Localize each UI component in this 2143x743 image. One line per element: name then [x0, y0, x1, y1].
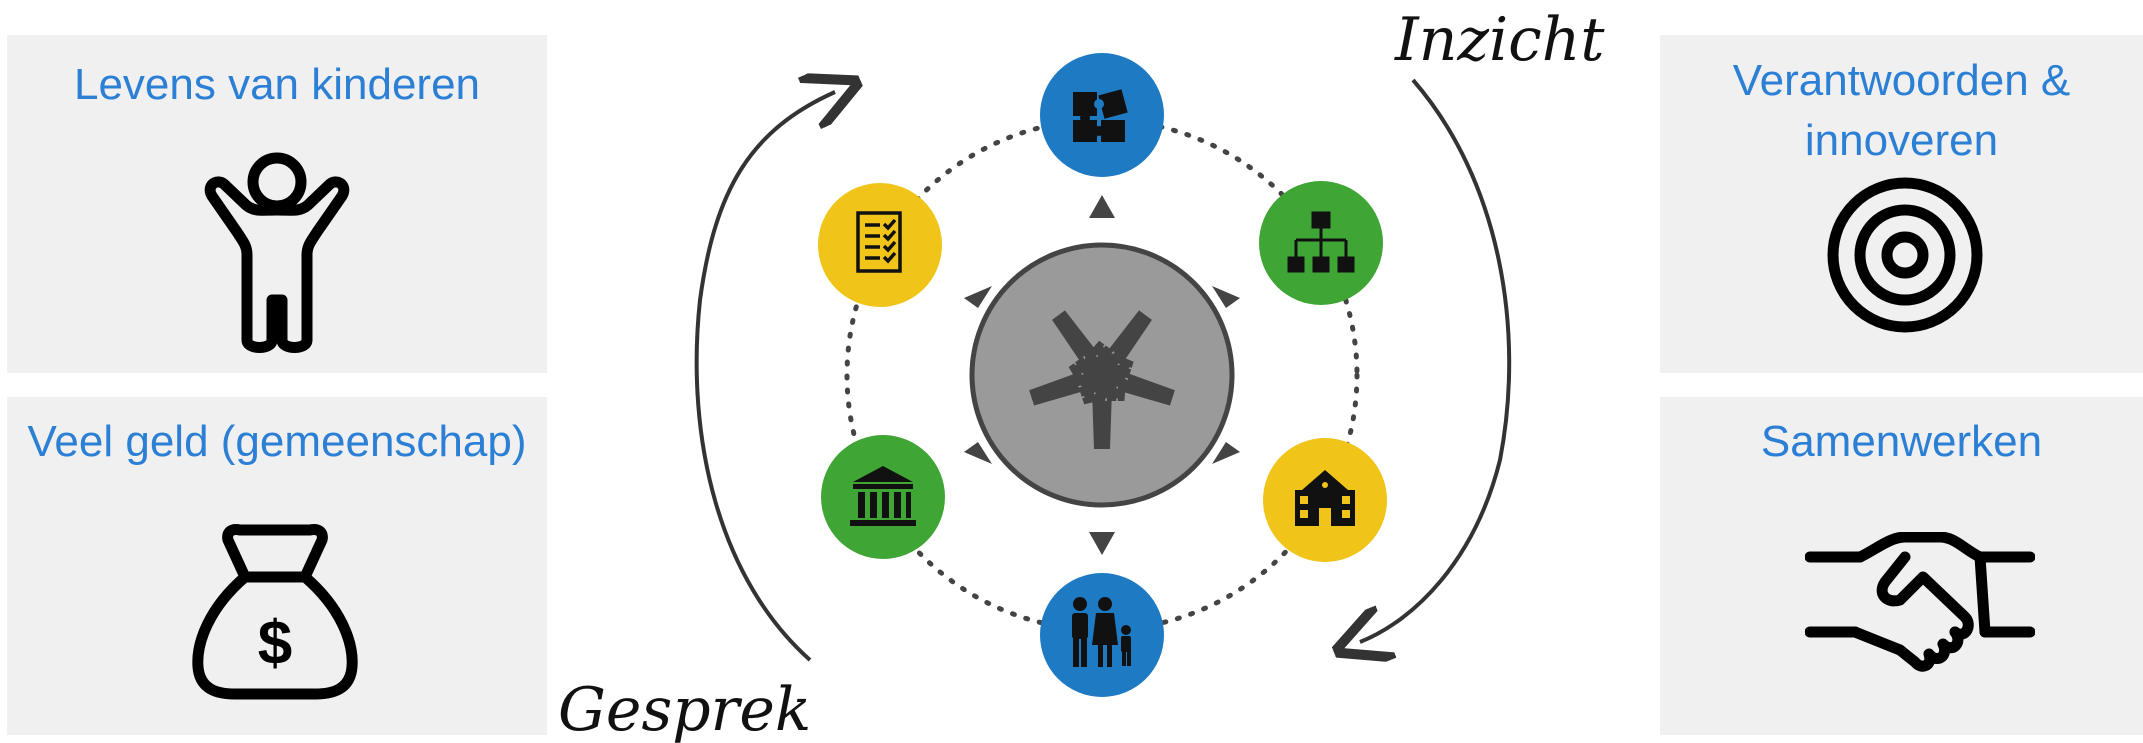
handshake-icon [1805, 532, 2035, 672]
money-bag-icon: $ [192, 524, 358, 700]
target-icon [1827, 177, 1983, 333]
label-insight: Inzicht [1394, 5, 1605, 75]
child-icon [204, 152, 350, 353]
joined-hands-icon [1029, 310, 1175, 449]
triangle-bottom-right [1212, 442, 1240, 464]
panel-cooperation: Samenwerken [1660, 397, 2143, 735]
panel-title: Levens van kinderen [73, 60, 481, 109]
school-icon [1295, 470, 1355, 526]
panel-title: Verantwoorden & innoveren [1732, 56, 2071, 165]
label-conversation: Gesprek [558, 675, 811, 743]
panel-title: Samenwerken [1760, 417, 2043, 466]
node-family [1040, 573, 1164, 697]
triangle-bottom [1089, 532, 1115, 555]
node-puzzle [1040, 53, 1164, 177]
node-government [821, 435, 945, 559]
family-icon [1072, 597, 1131, 667]
node-checklist [818, 183, 942, 307]
org-chart-icon [1287, 211, 1355, 273]
triangle-top [1089, 195, 1115, 218]
panel-accountability-innovation: Verantwoorden & innoveren [1660, 35, 2143, 373]
triangle-bottom-left [964, 442, 992, 464]
svg-text:$: $ [258, 609, 292, 678]
direction-triangles [964, 195, 1240, 555]
cycle-arrow-right [1360, 78, 1512, 642]
cycle-diagram: Inzicht Gesprek [558, 5, 1605, 743]
panel-childrens-lives: Levens van kinderen [7, 35, 547, 373]
puzzle-icon [1073, 89, 1128, 142]
government-icon [850, 466, 916, 526]
triangle-top-left [964, 286, 992, 308]
cycle-arrow-left [694, 92, 835, 662]
dotted-ring [844, 117, 1360, 633]
node-organization [1259, 181, 1383, 305]
panel-title: Veel geld (gemeenschap) [27, 417, 527, 466]
triangle-top-right [1212, 286, 1240, 308]
panel-money: Veel geld (gemeenschap) $ [7, 397, 547, 735]
checklist-icon [856, 211, 902, 273]
node-school [1263, 438, 1387, 562]
